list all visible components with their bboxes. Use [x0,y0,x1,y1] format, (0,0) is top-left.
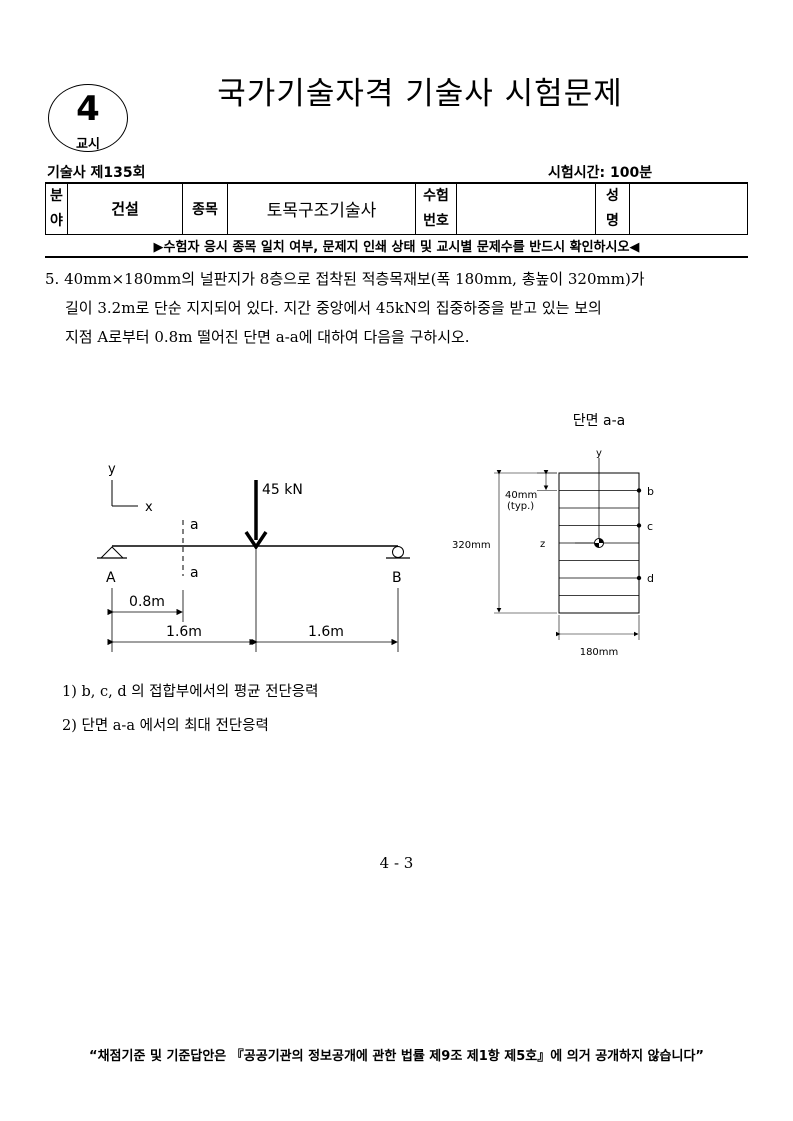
ply-dim-label-2: (typ.) [507,501,534,512]
axis-y-label: y [108,462,116,477]
examno-label-1: 수험 [423,187,449,204]
name-label-2: 명 [606,212,619,229]
page-title: 국가기술자격 기술사 시험문제 [217,76,623,112]
field-value: 건설 [67,182,183,235]
field-label-1: 분 [50,187,63,204]
question-text: 5. 40mm×180mm의 널판지가 8층으로 접착된 적층목재보(폭 180… [45,265,755,352]
name-label-1: 성 [606,187,619,204]
section-mark-bottom: a [190,565,199,581]
category-value: 토목구조기술사 [227,182,416,235]
section-title: 단면 a-a [573,413,625,429]
point-d-dot [636,575,642,581]
field-label-2: 야 [50,212,63,229]
bottom-rule [45,256,748,258]
examno-label-2: 번호 [423,212,449,229]
sub-question-1: 1) b, c, d 의 접합부에서의 평균 전단응력 [62,684,319,700]
examno-label-cell: 수험 번호 [415,182,457,235]
point-b-dot [636,488,642,493]
beam-figure: 단면 a-a y x 45 kN a a A B 0.8m 1.6m 1.6m … [97,413,654,658]
footer-notice: “채점기준 및 기준답안은 『공공기관의 정보공개에 관한 법률 제9조 제1항… [89,1049,704,1064]
height-dim-label: 320mm [452,540,491,551]
load-label: 45 kN [262,482,303,498]
dim-16-left-label: 1.6m [166,624,202,640]
support-a-label: A [106,570,116,586]
point-c-label: c [647,520,653,533]
section-z-label: z [540,539,545,550]
info-table: 분 야 건설 종목 토목구조기술사 수험 번호 성 명 [45,182,748,235]
point-d-label: d [647,572,654,585]
axis-x-label: x [145,500,153,515]
support-b-label: B [392,570,402,586]
dim-08-label: 0.8m [129,594,165,610]
point-c-dot [636,523,642,528]
support-b-roller [392,546,404,558]
load-arrow-head [244,531,268,551]
section-y-label: y [596,448,602,459]
width-dim-label: 180mm [580,647,619,658]
question-line-2: 길이 3.2m로 단순 지지되어 있다. 지간 중앙에서 45kN의 집중하중을… [65,299,602,317]
field-label-cell: 분 야 [45,182,68,235]
centroid-quadrant-2 [594,543,599,548]
period-number: 4 [76,89,100,129]
period-label: 교시 [76,137,100,152]
point-b-label: b [647,485,654,498]
name-field[interactable] [629,182,748,235]
notice-text: ▶수험자 응시 종목 일치 여부, 문제지 인쇄 상태 및 교시별 문제수를 반… [153,240,640,255]
category-label: 종목 [182,182,228,235]
question-line-1: 5. 40mm×180mm의 널판지가 8층으로 접착된 적층목재보(폭 180… [45,270,645,288]
sub-question-2: 2) 단면 a-a 에서의 최대 전단응력 [62,718,269,734]
section-mark-top: a [190,517,199,533]
exam-round: 기술사 제135회 [47,165,146,181]
centroid-quadrant-1 [599,538,604,543]
dim-16-right-label: 1.6m [308,624,344,640]
name-label-cell: 성 명 [595,182,630,235]
ply-dim-label-1: 40mm [505,490,537,501]
question-line-3: 지점 A로부터 0.8m 떨어진 단면 a-a에 대하여 다음을 구하시오. [65,328,470,346]
period-badge: 4 교시 [48,84,128,152]
page-number: 4 - 3 [379,854,414,872]
exam-time: 시험시간: 100분 [548,165,653,181]
examno-field[interactable] [456,182,596,235]
support-a-pin [99,546,125,559]
